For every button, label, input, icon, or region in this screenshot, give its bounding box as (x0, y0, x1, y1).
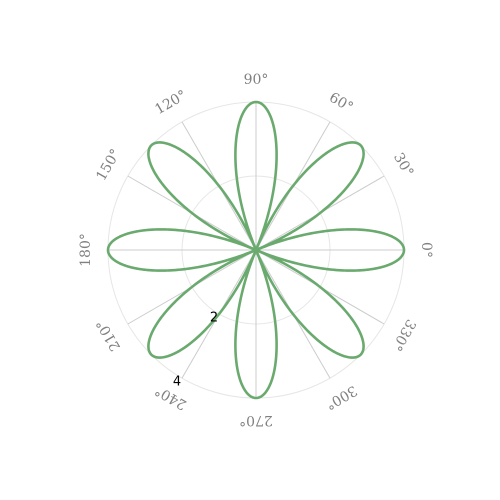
theta-label-240: 240° (152, 382, 189, 413)
theta-label-120: 120° (152, 87, 189, 118)
theta-label-330: 330° (388, 316, 419, 353)
theta-label-30: 30° (390, 150, 416, 180)
r-label-2: 2 (210, 311, 218, 326)
theta-label-180: 180° (78, 233, 94, 267)
theta-label-300: 300° (322, 382, 359, 413)
theta-label-150: 150° (93, 146, 124, 183)
theta-label-90: 90° (244, 72, 269, 88)
rose-curve-series (106, 100, 406, 400)
theta-label-210: 210° (93, 316, 124, 353)
series-layer (106, 100, 406, 400)
theta-label-0: 0° (418, 242, 434, 258)
theta-label-60: 60° (326, 90, 356, 116)
r-label-4: 4 (173, 375, 181, 390)
theta-label-270: 270° (239, 412, 273, 428)
radial-tick-labels: 24 (173, 311, 218, 390)
